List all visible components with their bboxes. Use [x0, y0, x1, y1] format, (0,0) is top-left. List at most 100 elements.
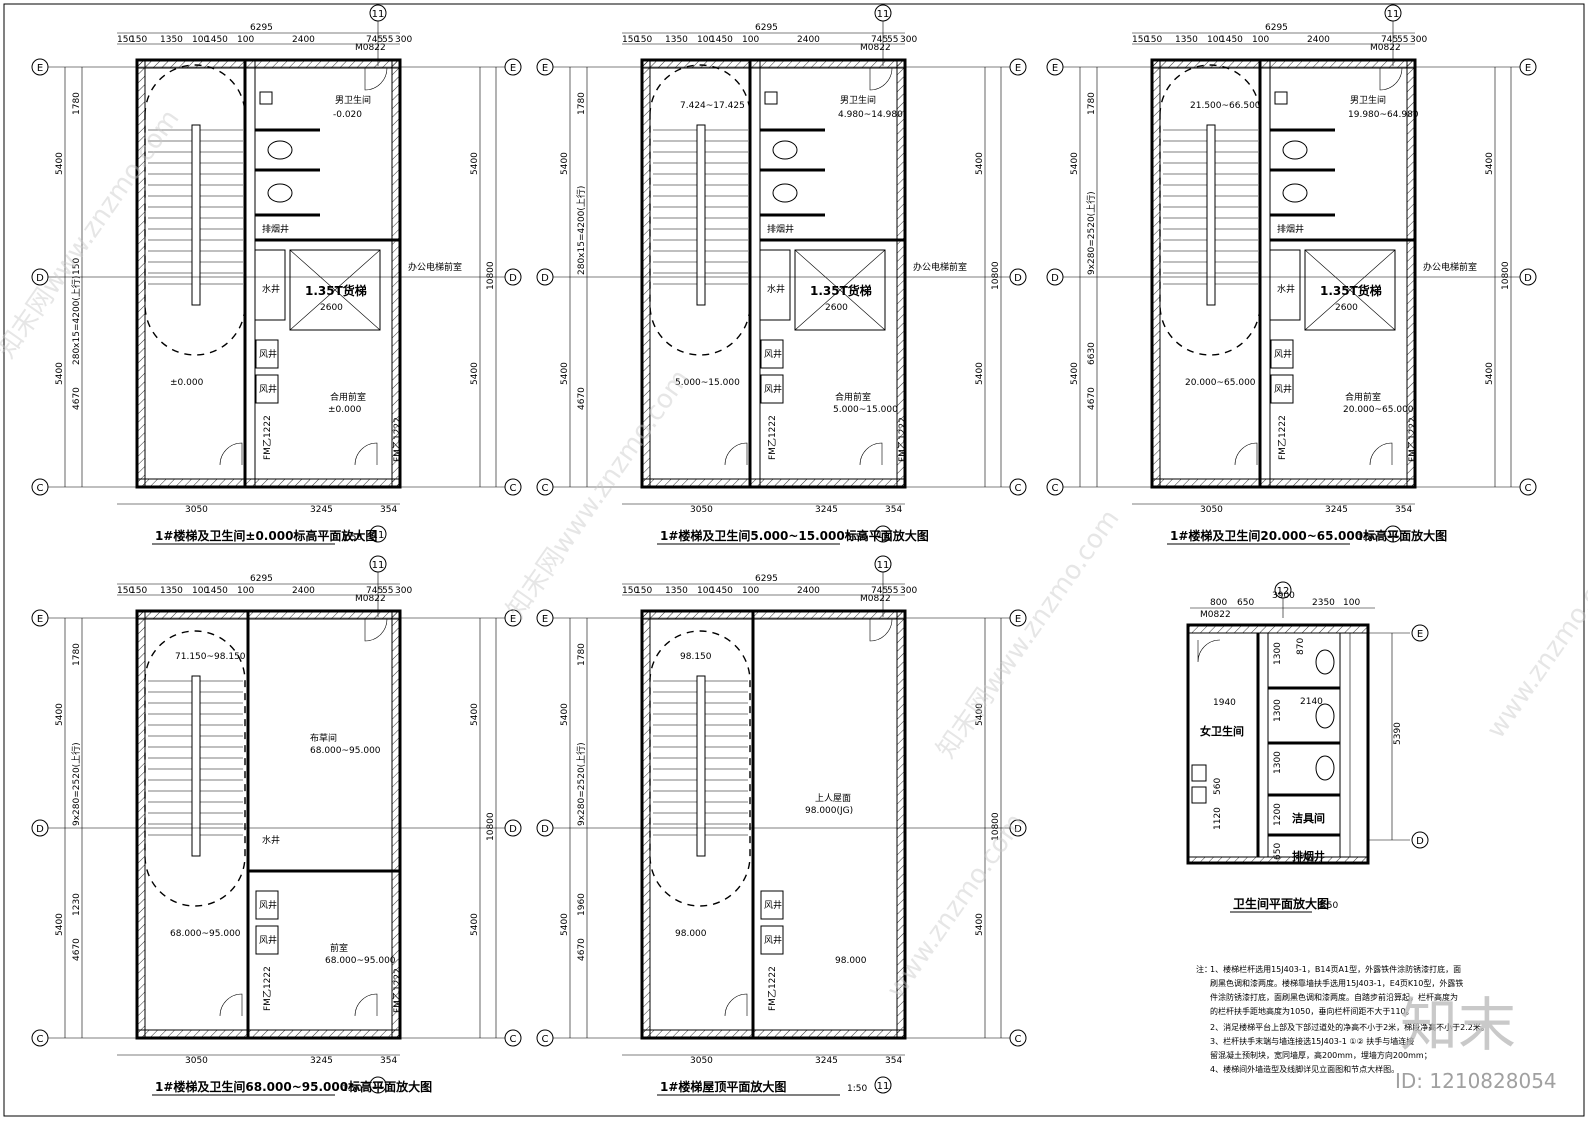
toilet-axis-E: [1411, 624, 1429, 642]
top-dim-3: 100: [697, 586, 714, 596]
air-shaft-2: [1270, 374, 1294, 404]
stair-handrail: [696, 675, 706, 857]
stair-level: 20.000~65.000: [1185, 378, 1256, 388]
axis-left-1: D: [36, 824, 44, 835]
fire-door-label-2: FM乙1222: [1407, 417, 1418, 462]
left-dim-outer-1: 5400: [1070, 362, 1080, 385]
door-top-label: M0822: [860, 43, 891, 53]
right-dim-1: 5400: [470, 362, 480, 385]
toilet-fixture-a: [1282, 140, 1308, 160]
plan-title: 1#楼梯及卫生间±0.000标高平面放大图: [155, 528, 377, 543]
stair-level: 68.000~95.000: [170, 929, 241, 939]
top-dim-3: 100: [192, 586, 209, 596]
axis-right-0: E: [1525, 63, 1531, 74]
left-dim-outer-1: 5400: [55, 362, 65, 385]
toilet-fixture-1: [1315, 649, 1335, 675]
left-dim-extra: 1230: [72, 893, 82, 916]
axis-left-0: E: [37, 63, 43, 74]
stair-treads: [148, 129, 243, 285]
elevator-label: 1.35T货梯: [810, 283, 872, 298]
elevator-lobby-label: 办公电梯前室: [913, 261, 967, 273]
axis-bubble-11-bottom: [369, 525, 387, 543]
axis-label-11: 11: [877, 560, 890, 571]
axis-label-11: 11: [877, 9, 890, 20]
elevator-width: 2600: [825, 303, 848, 313]
plan-scale: 1:50: [847, 1084, 867, 1094]
front-room-label: 前室: [330, 942, 348, 954]
axis-right-1: D: [1524, 273, 1532, 284]
mens-wc-label: 男卫生间: [840, 94, 876, 106]
mens-wc-level: 19.980~64.980: [1348, 110, 1419, 120]
toilet-fixture-b: [1282, 183, 1308, 203]
axis-bubble-11-bottom: [1384, 525, 1402, 543]
right-dim-0: 5400: [975, 703, 985, 726]
left-dim-1780: 1780: [1087, 92, 1097, 115]
fire-door-label-2: FM乙1222: [897, 417, 908, 462]
bottom-dim-1: 3245: [310, 505, 333, 515]
left-dim-outer-0: 5400: [55, 152, 65, 175]
stair-handrail: [191, 124, 201, 306]
top-dim-9: 300: [395, 35, 412, 45]
brand-logo: 知末: [1400, 991, 1516, 1059]
smoke-shaft-label: 排烟井: [1292, 849, 1325, 863]
axis-right-1: D: [509, 824, 517, 835]
door-swing-left: [1234, 442, 1258, 466]
top-dim-1: 150: [635, 35, 652, 45]
left-wall-hatch: [1151, 59, 1161, 488]
stair-level: 98.000: [675, 929, 707, 939]
axis-left-1: D: [36, 273, 44, 284]
fire-door-label: FM乙1222: [262, 966, 273, 1011]
axis-left-2: C: [37, 1034, 44, 1045]
bottom-dim-1: 3245: [1325, 505, 1348, 515]
top-dim-9: 300: [1410, 35, 1427, 45]
bottom-wall-hatch: [641, 1029, 906, 1039]
door-swing-top: [869, 618, 893, 642]
smoke-shaft-label: 排烟井: [262, 223, 289, 235]
stair-handrail: [191, 675, 201, 857]
toilet-dim-1940: 1940: [1213, 698, 1236, 708]
overall-width-dim: 6295: [250, 574, 273, 584]
top-dim-2: 1350: [665, 35, 688, 45]
shared-lobby-level: 20.000~65.000: [1343, 405, 1414, 415]
top-dim-4: 1450: [1220, 35, 1243, 45]
top-dim-9: 300: [395, 586, 412, 596]
top-dim-8: 55: [382, 586, 393, 596]
left-dim-1780: 1780: [72, 92, 82, 115]
axis-right-2: C: [1525, 483, 1532, 494]
top-wall-hatch: [641, 59, 906, 69]
womens-wc-label: 女卫生间: [1200, 724, 1244, 738]
toilet-axis-E-label: E: [1417, 629, 1423, 640]
stair-treads: [653, 129, 748, 285]
axis-right-0: E: [1015, 614, 1021, 625]
bottom-dim-1: 3245: [815, 1056, 838, 1066]
air-shaft-label-2: 风井: [764, 383, 782, 395]
left-dim-flight: 9x280=2520(上行): [575, 742, 587, 826]
stair-treads: [1163, 129, 1258, 285]
storage-level: 68.000~95.000: [310, 746, 381, 756]
stair-up-level: 21.500~66.500: [1190, 101, 1261, 111]
axis-left-2: C: [37, 483, 44, 494]
bottom-dim-2: 354: [885, 505, 902, 515]
top-dim-6: 2400: [797, 586, 820, 596]
axis-left-0: E: [37, 614, 43, 625]
watermark-1: 知末网www.znzmo.com: [0, 104, 186, 364]
toilet-dim-1: 650: [1237, 598, 1254, 608]
toilet-dim-3: 2350: [1312, 598, 1335, 608]
left-dim-outer-1: 5400: [560, 913, 570, 936]
door-top-label: M0822: [1370, 43, 1401, 53]
top-dim-5: 100: [237, 586, 254, 596]
top-dim-5: 100: [237, 35, 254, 45]
stair-landing-dash: [1159, 64, 1261, 356]
axis-label-11-bottom: 11: [1387, 530, 1400, 541]
top-dim-7: 745: [366, 586, 383, 596]
sheet-border: [3, 3, 1585, 1117]
top-dim-8: 55: [887, 586, 898, 596]
water-well: [254, 249, 286, 321]
mens-wc-level: -0.020: [333, 110, 362, 120]
top-dim-4: 1450: [710, 586, 733, 596]
axis-left-2: C: [542, 1034, 549, 1045]
top-dim-4: 1450: [205, 35, 228, 45]
stair-landing-dash: [144, 64, 246, 356]
smoke-shaft-label: 排烟井: [767, 223, 794, 235]
toilet-fixture-3: [1315, 755, 1335, 781]
